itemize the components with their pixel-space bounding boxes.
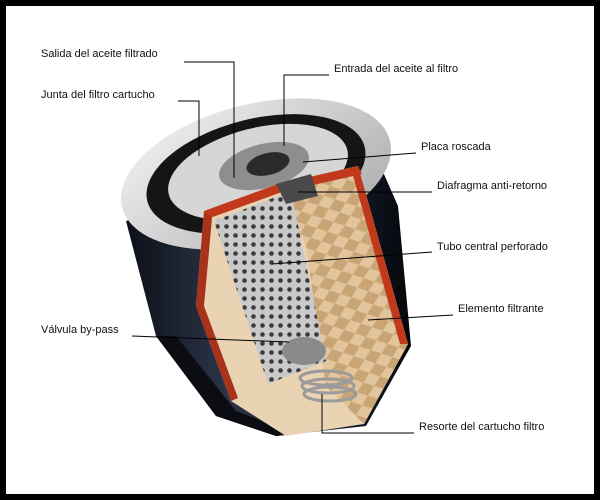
label-valvula: Válvula by-pass xyxy=(41,324,119,336)
label-salida: Salida del aceite filtrado xyxy=(41,48,158,60)
bypass-valve xyxy=(282,337,326,365)
leader-tubo xyxy=(271,251,433,265)
label-junta: Junta del filtro cartucho xyxy=(41,89,155,101)
label-placa: Placa roscada xyxy=(421,141,491,153)
anti-return-diaphragm xyxy=(276,174,318,204)
cutaway-section xyxy=(196,166,408,436)
label-elemento: Elemento filtrante xyxy=(458,303,544,315)
label-diafragma: Diafragma anti-retorno xyxy=(437,180,548,192)
leader-lines xyxy=(131,61,454,434)
leader-junta xyxy=(178,100,200,156)
label-tubo: Tubo central perforado xyxy=(437,241,548,253)
leader-entrada xyxy=(283,74,329,146)
leader-salida xyxy=(184,61,235,178)
cartridge-spring xyxy=(298,369,358,403)
leader-resorte xyxy=(321,394,414,434)
leader-valvula xyxy=(131,335,290,343)
label-resorte: Resorte del cartucho filtro xyxy=(419,421,545,433)
leader-elemento xyxy=(367,314,454,321)
oil-filter-illustration xyxy=(121,61,454,436)
label-entrada: Entrada del aceite al filtro xyxy=(334,63,459,75)
leader-placa xyxy=(302,152,417,163)
perforated-tube xyxy=(214,191,326,384)
